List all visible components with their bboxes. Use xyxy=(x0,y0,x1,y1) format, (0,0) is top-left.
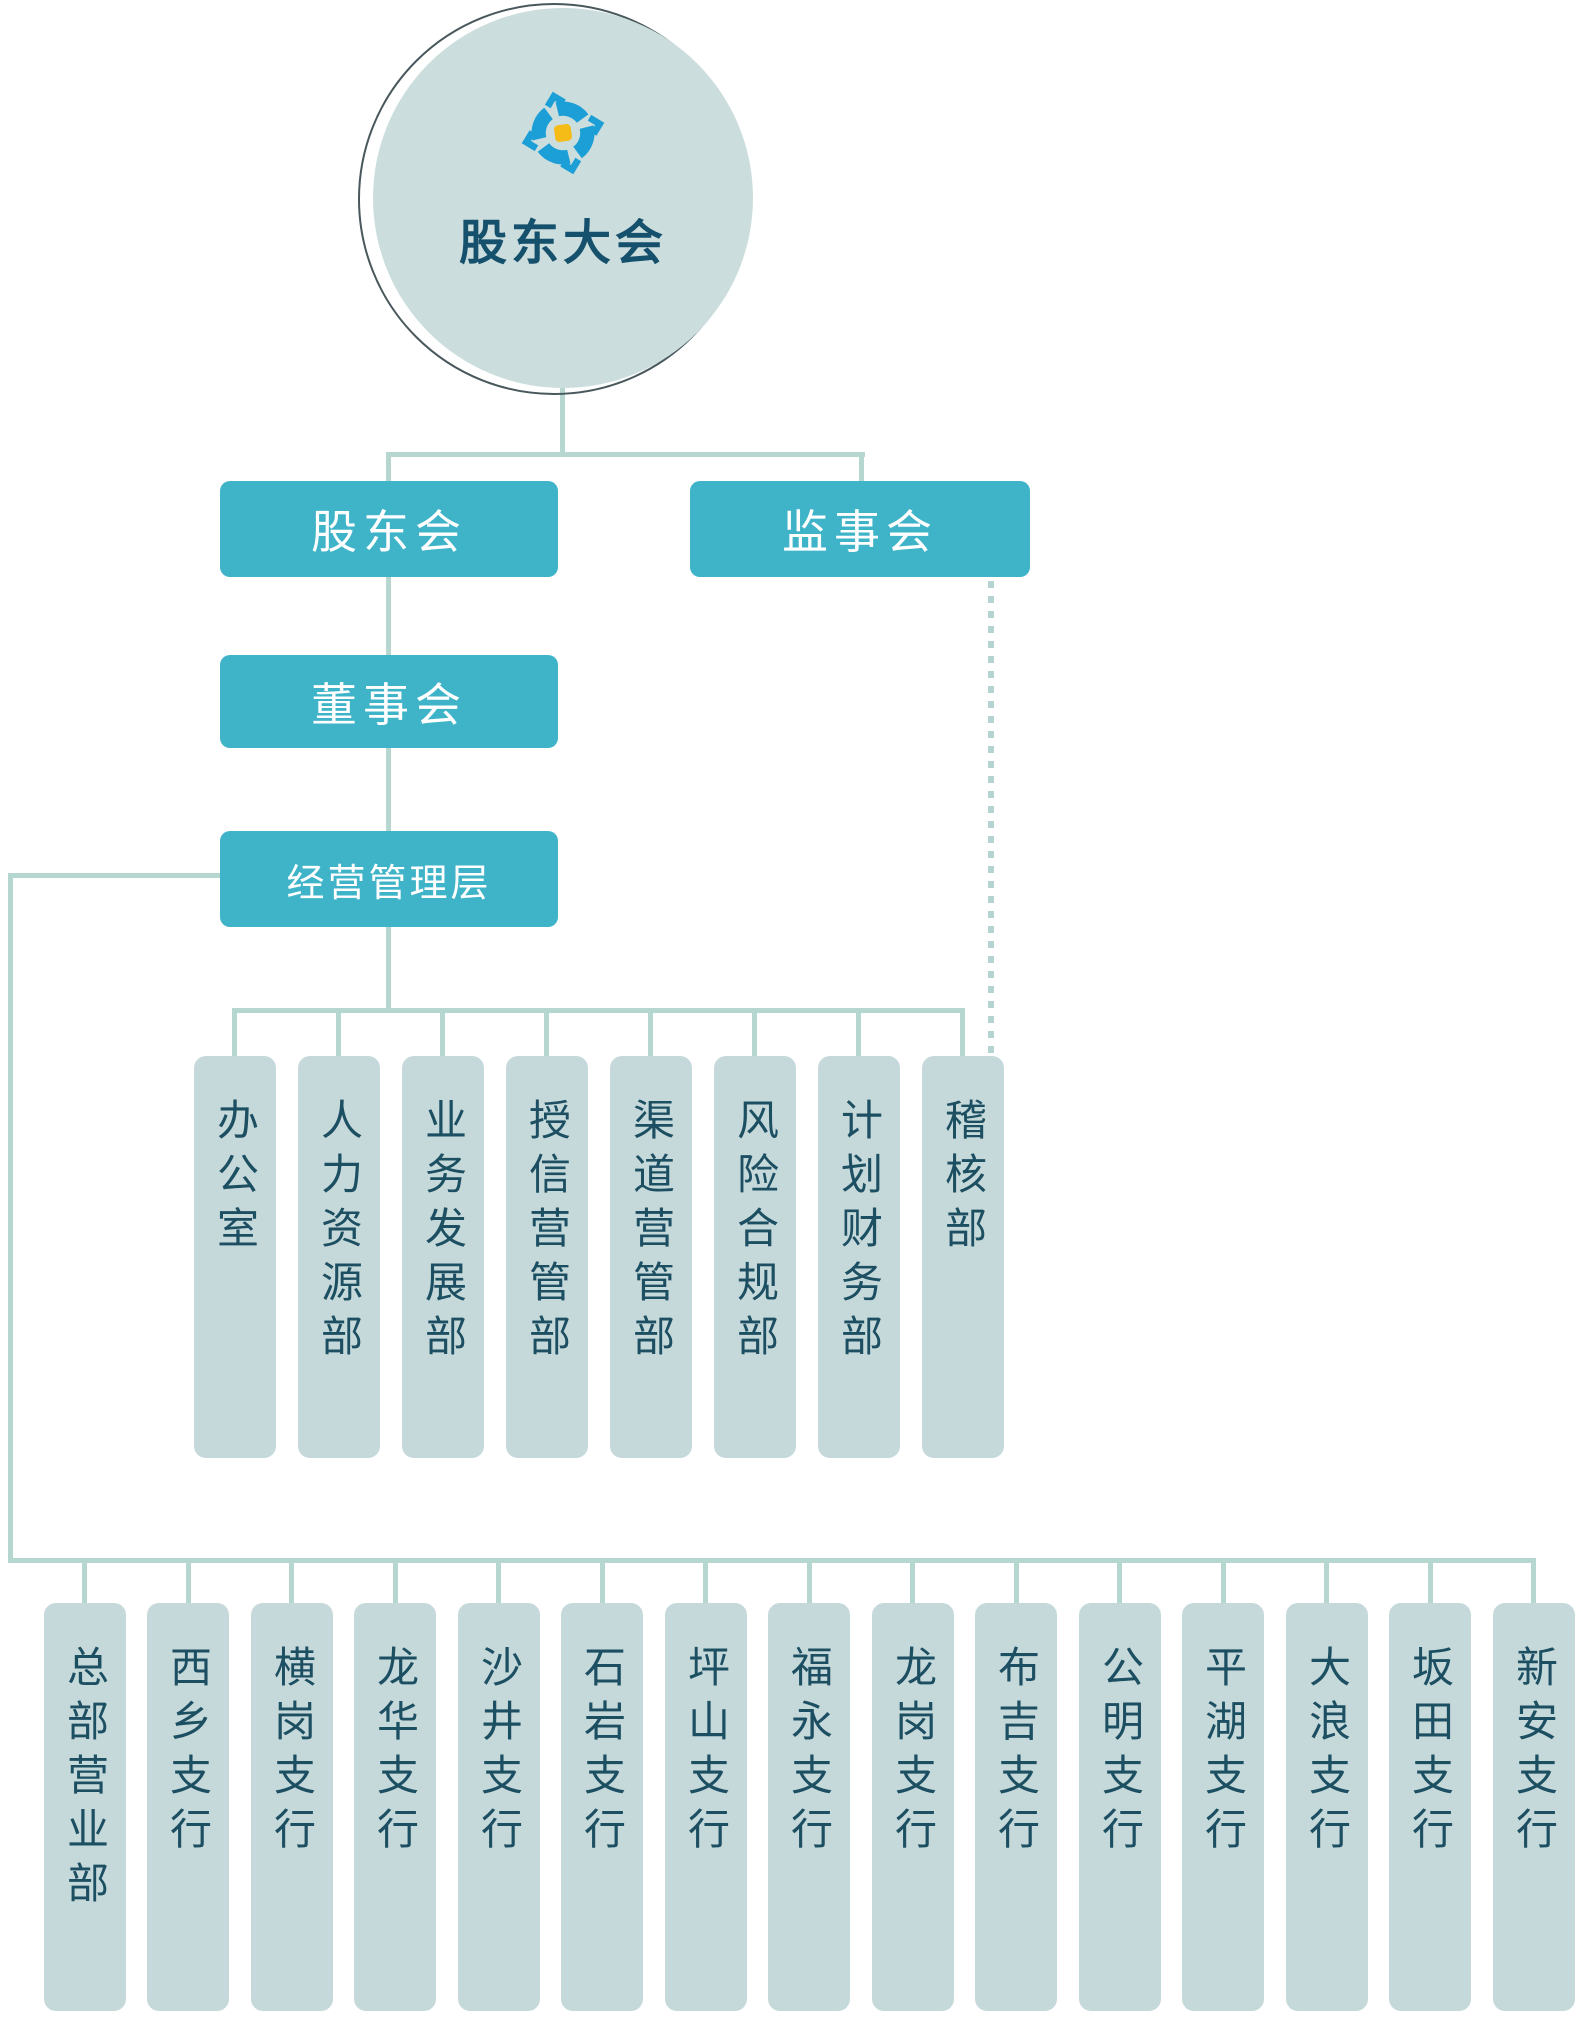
department-box-planning-finance: 计划财务部 xyxy=(818,1056,900,1458)
connector-stub-supervisory-board xyxy=(859,452,864,483)
branch-box-gongming: 公明支行 xyxy=(1079,1603,1161,2011)
connector-dept-stub-2 xyxy=(440,1008,445,1056)
branch-label: 新安支行 xyxy=(1510,1645,1558,1861)
department-label: 人力资源部 xyxy=(315,1098,363,1368)
supervisory-board-box: 监事会 xyxy=(690,481,1030,577)
branch-box-xinan: 新安支行 xyxy=(1493,1603,1575,2011)
department-label: 授信营管部 xyxy=(523,1098,571,1368)
connector-dept-stub-5 xyxy=(752,1008,757,1056)
department-label: 办公室 xyxy=(211,1098,259,1260)
branch-label: 大浪支行 xyxy=(1303,1645,1351,1861)
branch-box-longgang: 龙岗支行 xyxy=(872,1603,954,2011)
bank-pinwheel-logo-icon xyxy=(521,91,605,175)
branch-box-longhua: 龙华支行 xyxy=(354,1603,436,2011)
department-box-audit: 稽核部 xyxy=(922,1056,1004,1458)
management-layer-label: 经营管理层 xyxy=(286,862,492,905)
department-label: 计划财务部 xyxy=(835,1098,883,1368)
connector-branch-stub-5 xyxy=(600,1558,605,1603)
connector-branch-stub-3 xyxy=(393,1558,398,1603)
branch-label: 布吉支行 xyxy=(992,1645,1040,1861)
branch-label: 坂田支行 xyxy=(1406,1645,1454,1861)
department-box-credit-operations: 授信营管部 xyxy=(506,1056,588,1458)
shareholders-meeting-circle xyxy=(373,8,753,388)
branch-box-xixiang: 西乡支行 xyxy=(147,1603,229,2011)
connector-root-down xyxy=(560,378,565,456)
connector-branch-stub-12 xyxy=(1324,1558,1329,1603)
shareholders-council-box: 股东会 xyxy=(220,481,558,577)
connector-directors-management xyxy=(386,748,391,831)
department-box-office: 办公室 xyxy=(194,1056,276,1458)
branch-label: 横岗支行 xyxy=(268,1645,316,1861)
branch-label: 公明支行 xyxy=(1096,1645,1144,1861)
department-box-business-development: 业务发展部 xyxy=(402,1056,484,1458)
department-label: 稽核部 xyxy=(939,1098,987,1260)
department-label: 风险合规部 xyxy=(731,1098,779,1368)
branch-box-shajing: 沙井支行 xyxy=(458,1603,540,2011)
branch-label: 西乡支行 xyxy=(164,1645,212,1861)
shareholders-meeting-label: 股东大会 xyxy=(458,217,667,270)
branch-box-pingshan: 坪山支行 xyxy=(665,1603,747,2011)
branch-label: 福永支行 xyxy=(785,1645,833,1861)
department-label: 业务发展部 xyxy=(419,1098,467,1368)
branch-label: 总部营业部 xyxy=(61,1645,109,1915)
branch-box-bantian: 坂田支行 xyxy=(1389,1603,1471,2011)
branch-label: 石岩支行 xyxy=(578,1645,626,1861)
branch-label: 沙井支行 xyxy=(475,1645,523,1861)
connector-branch-stub-7 xyxy=(807,1558,812,1603)
board-of-directors-label: 董事会 xyxy=(311,678,467,731)
department-label: 渠道营管部 xyxy=(627,1098,675,1368)
branch-box-shiyan: 石岩支行 xyxy=(561,1603,643,2011)
connector-branch-stub-1 xyxy=(186,1558,191,1603)
department-box-channel-operations: 渠道营管部 xyxy=(610,1056,692,1458)
branch-label: 龙华支行 xyxy=(371,1645,419,1861)
management-layer-box: 经营管理层 xyxy=(220,831,558,927)
branch-box-fuyong: 福永支行 xyxy=(768,1603,850,2011)
connector-dept-stub-4 xyxy=(648,1008,653,1056)
branch-label: 平湖支行 xyxy=(1199,1645,1247,1861)
connector-branch-stub-8 xyxy=(910,1558,915,1603)
connector-dept-stub-1 xyxy=(336,1008,341,1056)
connector-dept-stub-7 xyxy=(960,1008,965,1056)
branch-label: 坪山支行 xyxy=(682,1645,730,1861)
connector-branch-stub-14 xyxy=(1531,1558,1536,1603)
connector-branch-stub-0 xyxy=(82,1558,87,1603)
supervisory-board-label: 监事会 xyxy=(782,506,938,558)
connector-management-departments xyxy=(386,927,391,1013)
connector-branch-stub-2 xyxy=(289,1558,294,1603)
shareholders-council-label: 股东会 xyxy=(311,506,467,558)
connector-branch-stub-10 xyxy=(1117,1558,1122,1603)
connector-branch-stub-13 xyxy=(1428,1558,1433,1603)
branch-box-dalang: 大浪支行 xyxy=(1286,1603,1368,2011)
branch-box-pinghu: 平湖支行 xyxy=(1182,1603,1264,2011)
connector-branch-stub-4 xyxy=(496,1558,501,1603)
department-box-human-resources: 人力资源部 xyxy=(298,1056,380,1458)
connector-level2-horizontal xyxy=(386,452,865,457)
connector-supervisory-audit-dotted xyxy=(988,581,994,1056)
connector-departments-horizontal xyxy=(232,1008,965,1013)
connector-dept-stub-6 xyxy=(856,1008,861,1056)
connector-branch-stub-6 xyxy=(703,1558,708,1603)
connector-branch-stub-11 xyxy=(1221,1558,1226,1603)
connector-council-directors xyxy=(386,577,391,655)
connector-dept-stub-0 xyxy=(232,1008,237,1056)
department-box-risk-compliance: 风险合规部 xyxy=(714,1056,796,1458)
board-of-directors-box: 董事会 xyxy=(220,655,558,748)
connector-dept-stub-3 xyxy=(544,1008,549,1056)
branch-box-buji: 布吉支行 xyxy=(975,1603,1057,2011)
connector-stub-shareholders-council xyxy=(386,452,391,483)
branch-box-henggang: 横岗支行 xyxy=(251,1603,333,2011)
connector-branch-stub-9 xyxy=(1014,1558,1019,1603)
branch-box-hq-business: 总部营业部 xyxy=(44,1603,126,2011)
connector-left-vertical xyxy=(8,873,13,1563)
branch-label: 龙岗支行 xyxy=(889,1645,937,1861)
connector-branches-horizontal xyxy=(8,1558,1536,1563)
connector-management-left xyxy=(8,873,220,878)
